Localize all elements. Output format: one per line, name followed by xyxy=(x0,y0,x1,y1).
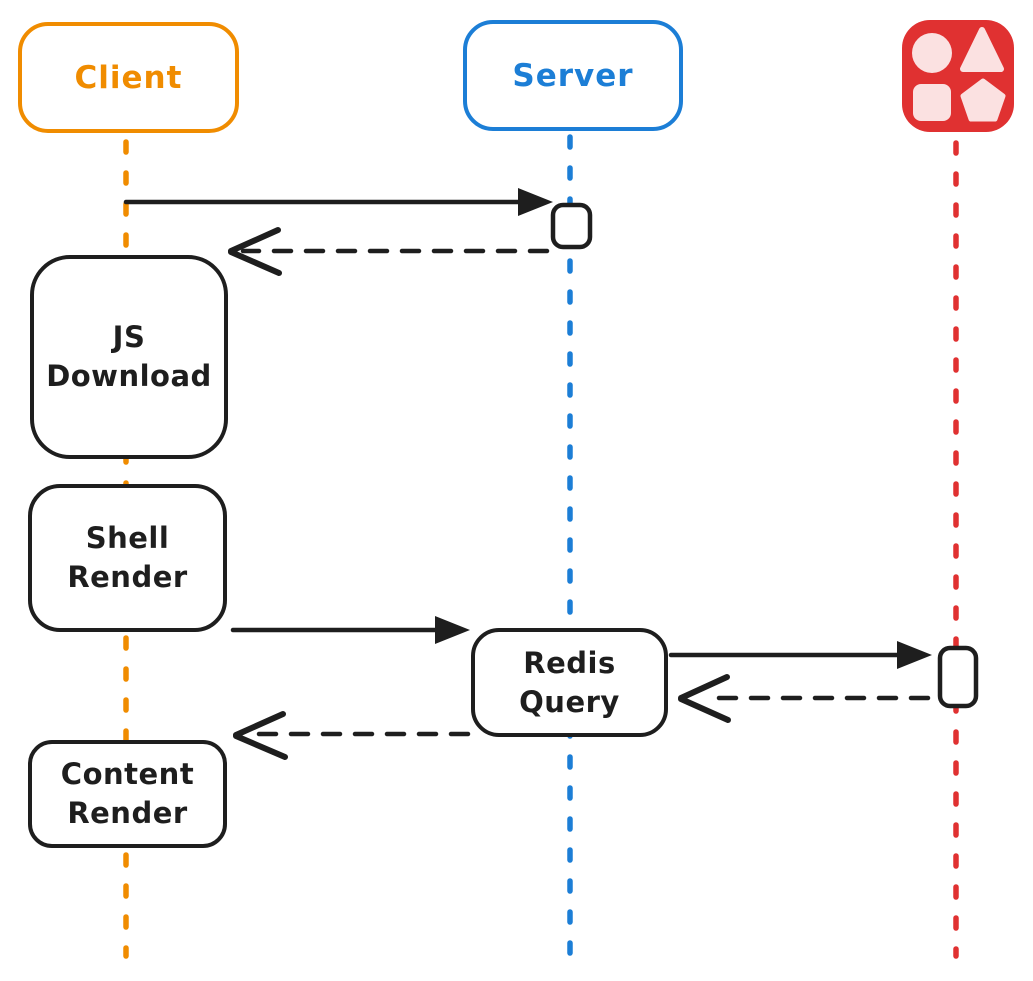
redis-query-label-line1: Redis xyxy=(523,645,616,680)
reply-arrow-redis-to-query xyxy=(678,674,931,723)
shell-render-label-line2: Render xyxy=(67,560,188,594)
arrowhead xyxy=(678,674,731,723)
redis-actor-box xyxy=(902,20,1014,132)
square-shape xyxy=(913,84,951,121)
js-download-label-line1: JS xyxy=(112,320,146,354)
arrowhead xyxy=(518,188,553,216)
server-actor-box: Server xyxy=(463,20,683,131)
server-actor-label: Server xyxy=(512,57,634,94)
reply-arrow-server-to-client xyxy=(228,227,550,276)
message-arrow-query-to-redis xyxy=(668,641,932,669)
content-render-node: Content Render xyxy=(28,740,227,848)
arrowhead xyxy=(897,641,932,669)
circle-shape xyxy=(912,33,952,73)
redis-query-node: Redis Query xyxy=(471,628,668,737)
shell-render-node: Shell Render xyxy=(28,484,227,632)
client-actor-box: Client xyxy=(18,22,239,133)
js-download-node: JS Download xyxy=(30,255,228,459)
redis-activation-box xyxy=(937,645,979,709)
arrowhead xyxy=(233,711,288,760)
client-actor-label: Client xyxy=(74,59,183,96)
server-activation-box xyxy=(550,202,593,250)
arrowhead xyxy=(435,616,470,644)
arrowhead xyxy=(228,227,282,276)
pentagon-shape xyxy=(960,78,1006,122)
triangle-shape xyxy=(960,27,1004,72)
reply-arrow-query-to-client xyxy=(233,711,471,760)
message-arrow-client-to-server xyxy=(123,188,553,216)
redis-query-label-line2: Query xyxy=(519,684,620,719)
content-render-label-line1: Content xyxy=(60,757,195,791)
shapes-icon xyxy=(902,20,1014,132)
js-download-label-line2: Download xyxy=(46,359,212,393)
shell-render-label-line1: Shell xyxy=(85,521,170,555)
message-arrow-shell-to-redis-query xyxy=(230,616,470,644)
content-render-label-line2: Render xyxy=(67,796,188,830)
